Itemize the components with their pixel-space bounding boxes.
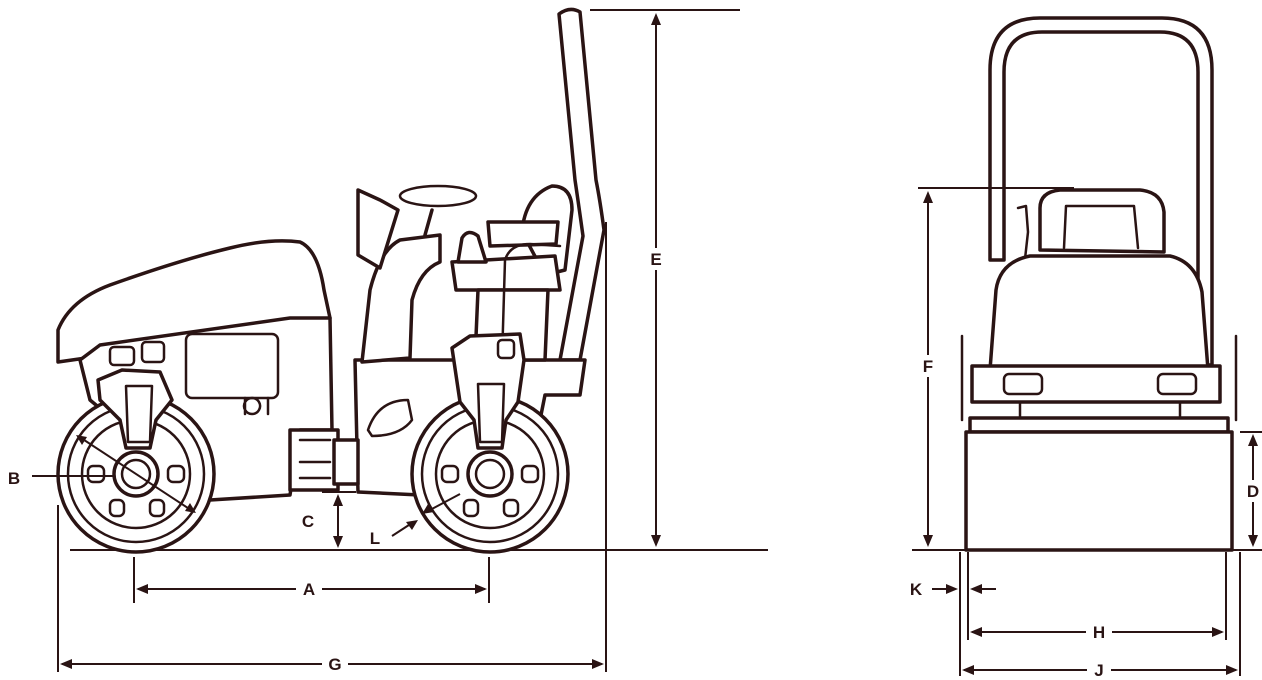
front-light-left xyxy=(1002,372,1044,396)
dim-l-arrow-2 xyxy=(422,504,434,514)
dim-b-arrow-bottom xyxy=(185,503,196,513)
steering-column xyxy=(423,208,434,237)
steering-wheel xyxy=(398,184,478,208)
dim-d-arrow-bottom xyxy=(1248,535,1258,547)
dim-c-arrow-top xyxy=(333,494,343,506)
dim-label-k: K xyxy=(910,580,923,599)
front-yoke-inner xyxy=(476,382,506,444)
dim-label-b: B xyxy=(8,469,20,488)
seat-cushion xyxy=(486,220,560,248)
dim-label-e: E xyxy=(650,250,661,269)
dim-h-arrow-left xyxy=(970,627,982,637)
hand-rail xyxy=(500,242,562,362)
dim-h-arrow-right xyxy=(1212,627,1224,637)
seat-base xyxy=(450,254,562,292)
drum-front xyxy=(964,430,1234,552)
hood-front xyxy=(988,254,1210,372)
frame-front xyxy=(970,364,1222,404)
seat-front xyxy=(1038,188,1166,254)
dim-label-f: F xyxy=(923,357,933,376)
dim-k-arrow-right xyxy=(970,584,982,594)
rear-vent-2 xyxy=(140,340,166,364)
dim-l-leader-2 xyxy=(429,493,461,511)
front-yoke-vent xyxy=(496,338,516,360)
dim-label-l: L xyxy=(370,529,380,548)
dim-label-h: H xyxy=(1093,623,1105,642)
dim-l-arrow xyxy=(406,520,418,530)
dim-g-arrow-right xyxy=(592,659,604,669)
dim-a-arrow-left xyxy=(136,584,148,594)
front-yoke xyxy=(450,332,526,450)
front-light-right xyxy=(1156,372,1198,396)
dim-label-d: D xyxy=(1247,482,1259,501)
dim-f-arrow-bottom xyxy=(923,535,933,547)
dim-e-arrow-top xyxy=(651,13,661,25)
dim-b-diameter xyxy=(77,435,195,513)
seat-front-inner xyxy=(1062,204,1140,250)
joystick-front xyxy=(1016,204,1030,270)
side-view: G A B C L E xyxy=(8,7,768,675)
dim-label-c: C xyxy=(302,512,314,531)
rear-yoke-inner xyxy=(124,384,154,444)
control-panel xyxy=(356,188,400,270)
rear-emblem xyxy=(242,396,270,416)
center-hitch xyxy=(288,428,360,492)
rear-chassis-window xyxy=(184,332,280,400)
dim-b-arrow-top xyxy=(76,435,87,445)
dim-k-arrow-left xyxy=(946,584,958,594)
drum-front-top xyxy=(968,416,1230,434)
rops-bar-side xyxy=(557,7,606,362)
rear-yoke xyxy=(96,368,174,450)
dim-a-arrow-right xyxy=(475,584,487,594)
dim-f-arrow-top xyxy=(923,191,933,203)
dim-j-arrow-left xyxy=(962,665,974,675)
joystick xyxy=(456,230,488,264)
dim-j-arrow-right xyxy=(1226,665,1238,675)
dim-d-arrow-top xyxy=(1248,434,1258,446)
dim-e-arrow-bottom xyxy=(651,535,661,547)
dim-g-arrow-left xyxy=(60,659,72,669)
center-cutout xyxy=(366,398,414,438)
rear-vent-1 xyxy=(108,345,136,367)
dim-label-g: G xyxy=(328,655,341,674)
dim-label-a: A xyxy=(303,580,315,599)
dim-label-j: J xyxy=(1094,661,1103,680)
front-view: F D K H J xyxy=(910,16,1262,680)
dim-c-arrow-bottom xyxy=(333,536,343,548)
